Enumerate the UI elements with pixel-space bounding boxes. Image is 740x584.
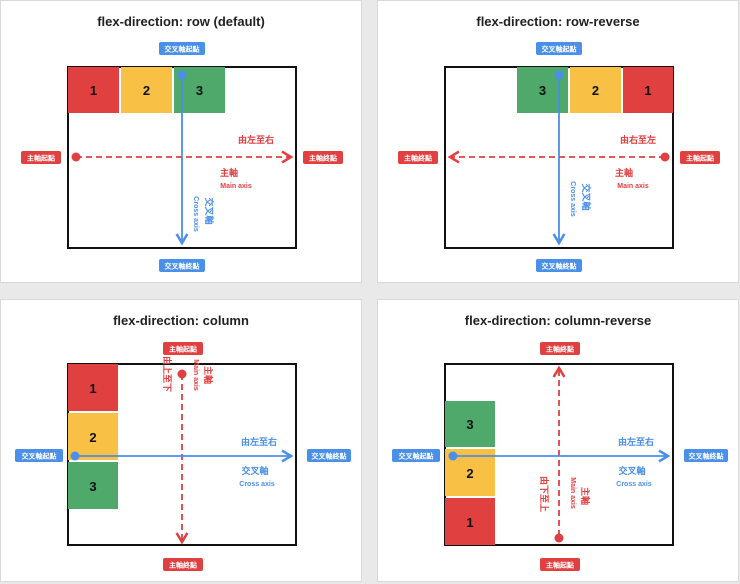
item-label: 1 (644, 83, 651, 98)
item-label: 2 (466, 466, 473, 481)
tag-label: 主軸起點 (546, 561, 574, 570)
tag-label: 主軸起點 (27, 154, 55, 163)
cross-start-dot (554, 70, 564, 80)
cross-axis-label: 交叉軸 (204, 197, 215, 224)
cross-axis-en: Cross axis (192, 196, 199, 232)
main-axis-en: Main axis (569, 477, 576, 509)
item-label: 1 (90, 83, 97, 98)
flex-item (68, 364, 118, 411)
main-start-dot (71, 152, 81, 162)
main-axis-label: 主軸 (615, 167, 633, 178)
main-start-tag (163, 342, 203, 355)
cross-start-tag (15, 449, 63, 462)
tag-label: 交叉軸終點 (689, 452, 724, 461)
tag-label: 交叉軸終點 (165, 262, 200, 271)
item-label: 3 (196, 83, 203, 98)
cross-end-tag (536, 259, 582, 272)
item-label: 2 (592, 83, 599, 98)
main-direction-label: 由下至上 (539, 476, 550, 512)
panel-title: flex-direction: row (default) (97, 14, 265, 29)
flex-item (121, 67, 172, 113)
main-start-tag (680, 151, 720, 164)
main-end-tag (398, 151, 438, 164)
item-label: 3 (466, 417, 473, 432)
main-start-tag (21, 151, 61, 164)
item-label: 3 (89, 479, 96, 494)
tag-label: 主軸終點 (309, 154, 337, 163)
main-start-dot (554, 533, 564, 543)
panel-title: flex-direction: row-reverse (476, 14, 640, 29)
cross-start-tag (536, 42, 582, 55)
tag-label: 交叉軸起點 (22, 452, 57, 461)
panel-row-reverse: flex-direction: row-reverse 3 2 1 交叉軸起點 … (377, 0, 739, 283)
cross-start-dot (177, 70, 187, 80)
diagram-row: 1 2 3 交叉軸起點 交叉軸終點 主軸起點 主軸終點 由左至右 主軸 Main… (21, 42, 343, 272)
cross-axis-en: Cross axis (569, 181, 576, 217)
main-axis-label: 主軸 (203, 366, 214, 384)
cross-start-tag (392, 449, 440, 462)
diagram-column: 1 2 3 主軸起點 主軸終點 交叉軸起點 交叉軸終點 由上至下 主軸 Main… (15, 342, 351, 571)
item-label: 2 (89, 430, 96, 445)
panel-column-reverse: flex-direction: column-reverse 3 2 1 主軸終… (377, 299, 739, 582)
diagram-row-reverse: 3 2 1 交叉軸起點 交叉軸終點 主軸終點 主軸起點 由右至左 主軸 Main… (398, 42, 720, 272)
main-axis-en: Main axis (220, 183, 252, 190)
main-end-tag (163, 558, 203, 571)
cross-end-tag (159, 259, 205, 272)
flex-item (445, 401, 495, 447)
flex-item (445, 498, 495, 545)
main-axis-label: 主軸 (220, 167, 238, 178)
tag-label: 交叉軸終點 (312, 452, 347, 461)
item-label: 2 (143, 83, 150, 98)
direction-label: 由左至右 (618, 436, 654, 447)
cross-start-dot (70, 451, 80, 461)
panel-column: flex-direction: column 1 2 3 主軸起點 主軸終點 交… (0, 299, 362, 582)
diagram-column-reverse: 3 2 1 主軸終點 主軸起點 交叉軸起點 交叉軸終點 由下至上 主軸 Main… (392, 342, 728, 571)
direction-label: 由左至右 (238, 134, 274, 145)
main-end-tag (540, 342, 580, 355)
main-direction-label: 由上至下 (162, 356, 173, 392)
panel-title: flex-direction: column (113, 313, 249, 328)
direction-label: 由右至左 (620, 134, 656, 145)
main-axis-en: Main axis (617, 183, 649, 190)
flex-item (623, 67, 673, 113)
main-start-dot (177, 369, 187, 379)
tag-label: 交叉軸起點 (399, 452, 434, 461)
item-label: 3 (539, 83, 546, 98)
main-start-dot (660, 152, 670, 162)
cross-axis-en: Cross axis (616, 481, 652, 488)
direction-label: 由左至右 (241, 436, 277, 447)
cross-end-tag (307, 449, 351, 462)
item-label: 1 (89, 381, 96, 396)
main-axis-label: 主軸 (580, 487, 591, 505)
flex-item (68, 462, 118, 509)
flex-item (68, 67, 119, 113)
tag-label: 交叉軸起點 (542, 45, 577, 54)
tag-label: 主軸終點 (404, 154, 432, 163)
tag-label: 交叉軸起點 (165, 45, 200, 54)
cross-axis-label: 交叉軸 (618, 465, 645, 476)
tag-label: 主軸終點 (546, 345, 574, 354)
tag-label: 主軸起點 (686, 154, 714, 163)
cross-axis-label: 交叉軸 (241, 465, 268, 476)
tag-label: 主軸終點 (169, 561, 197, 570)
flex-item (570, 67, 621, 113)
panel-row: flex-direction: row (default) 1 2 3 交叉軸起… (0, 0, 362, 283)
cross-axis-en: Cross axis (239, 481, 275, 488)
cross-end-tag (684, 449, 728, 462)
cross-start-tag (159, 42, 205, 55)
main-end-tag (303, 151, 343, 164)
main-start-tag (540, 558, 580, 571)
item-label: 1 (466, 515, 473, 530)
cross-start-dot (448, 451, 458, 461)
main-axis-en: Main axis (192, 359, 199, 391)
tag-label: 交叉軸終點 (542, 262, 577, 271)
cross-axis-label: 交叉軸 (581, 183, 592, 210)
panel-title: flex-direction: column-reverse (464, 313, 652, 328)
tag-label: 主軸起點 (169, 345, 197, 354)
